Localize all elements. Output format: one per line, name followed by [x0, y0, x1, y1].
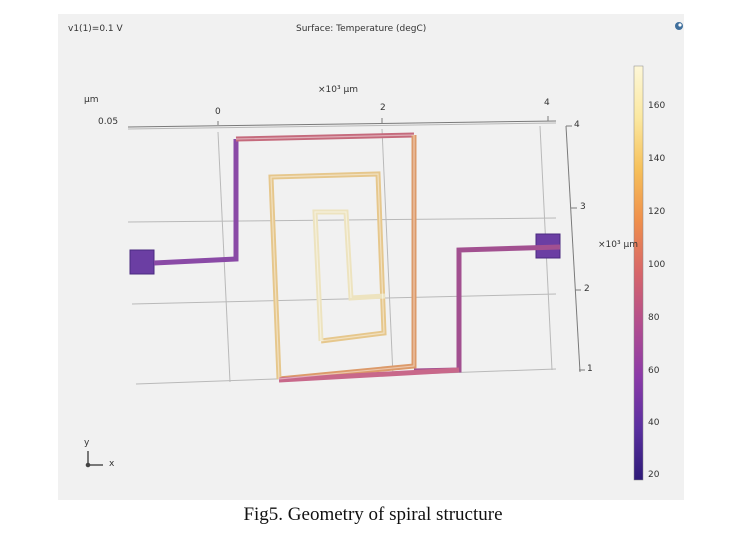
- x-tick-label-2: 2: [380, 103, 386, 113]
- colorbar-tick-80: 80: [648, 313, 660, 323]
- right-lead-trace: [413, 244, 561, 374]
- colorbar-tick-60: 60: [648, 366, 660, 376]
- outer-bottom-trace: [278, 367, 460, 383]
- y-axis-line: [565, 125, 581, 373]
- colorbar: [633, 65, 644, 481]
- figure-caption: Fig5. Geometry of spiral structure: [243, 504, 503, 525]
- parameter-label: v1(1)=0.1 V: [68, 24, 123, 34]
- plot-title: Surface: Temperature (degC): [296, 24, 427, 34]
- grid-line: [131, 293, 557, 305]
- outer-top-trace: [235, 132, 415, 142]
- middle-loop-trace: [268, 171, 387, 380]
- colorbar-tick-120: 120: [648, 207, 666, 217]
- y-tick-label-3: 3: [580, 202, 586, 212]
- view-settings-icon-highlight: [678, 23, 682, 27]
- inner-loop-trace: [312, 209, 386, 342]
- plot-panel: v1(1)=0.1 V Surface: Temperature (degC) …: [58, 14, 684, 500]
- colorbar-tick-20: 20: [648, 470, 660, 480]
- y-axis-multiplier: ×10³ µm: [598, 240, 638, 250]
- grid-line: [127, 217, 557, 223]
- grid-top-line: [127, 122, 557, 130]
- y-tick-label-2: 2: [584, 284, 590, 294]
- x-axis-multiplier: ×10³ µm: [318, 85, 358, 95]
- axis-triad: [85, 451, 103, 468]
- z-unit-label: µm: [84, 95, 99, 105]
- left-lead-trace: [153, 139, 239, 266]
- x-tick-label-4: 4: [544, 98, 550, 108]
- left-contact-pad: [129, 249, 155, 275]
- x-tick-label-0: 0: [215, 107, 221, 117]
- colorbar-tick-40: 40: [648, 418, 660, 428]
- spiral-geometry-view: [85, 22, 683, 481]
- outer-loop-trace: [278, 135, 417, 382]
- triad-y-label: y: [84, 438, 90, 448]
- trace-highlight: [235, 134, 415, 380]
- y-tick-label-1: 1: [587, 364, 593, 374]
- z-value-label: 0.05: [98, 117, 119, 127]
- grid-line: [381, 128, 394, 377]
- x-axis-line: [127, 120, 557, 128]
- triad-x-label: x: [109, 459, 115, 469]
- colorbar-tick-160: 160: [648, 101, 666, 111]
- y-tick-label-4: 4: [574, 120, 580, 130]
- triad-origin: [85, 462, 91, 468]
- grid-lines: [127, 122, 557, 385]
- colorbar-tick-100: 100: [648, 260, 666, 270]
- colorbar-tick-140: 140: [648, 154, 666, 164]
- spiral-structure: [129, 132, 561, 383]
- axis-frame: [127, 116, 585, 373]
- grid-line: [217, 131, 231, 383]
